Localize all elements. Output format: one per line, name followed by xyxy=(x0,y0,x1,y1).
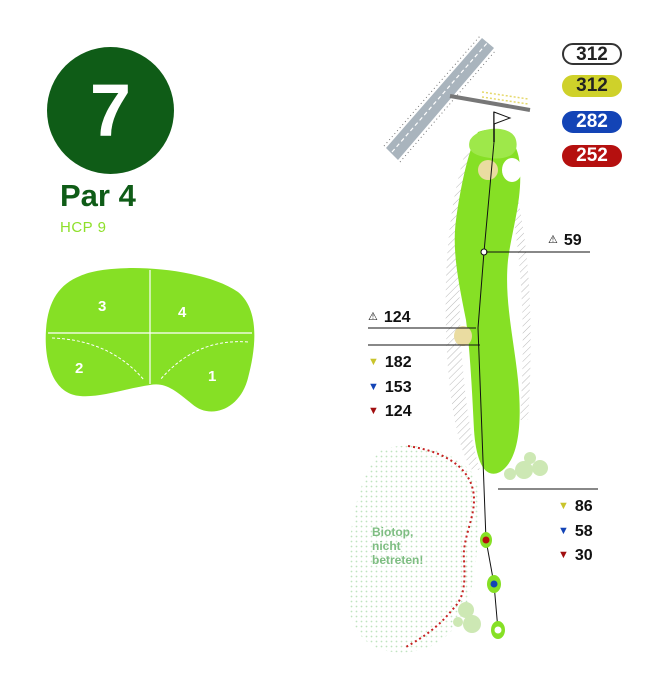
distance-marker-icon: ⚠ xyxy=(548,234,558,246)
par-label: Par 4 xyxy=(60,178,136,213)
biotop-label: Biotop, nicht betreten! xyxy=(372,525,424,567)
zone-label-2: 2 xyxy=(75,360,84,377)
marker-59: ⚠59 xyxy=(548,232,582,249)
flag-icon xyxy=(493,111,512,142)
tee-white-length: 312 xyxy=(562,43,622,65)
distance-yellow-low: ▼86 xyxy=(558,498,593,515)
yellow-tee-icon: ▼ xyxy=(368,356,379,368)
yellow-tee-icon: ▼ xyxy=(558,500,569,512)
red-tee-icon: ▼ xyxy=(368,405,379,417)
tee-white-marker xyxy=(491,621,505,639)
tee-yellow-length: 312 xyxy=(562,75,622,97)
blue-tee-icon: ▼ xyxy=(558,525,569,537)
distance-blue-low: ▼58 xyxy=(558,523,593,540)
biotop-boundary xyxy=(403,445,476,649)
trees xyxy=(453,452,548,633)
distance-marker-icon: ⚠ xyxy=(368,311,378,323)
hole-number: 7 xyxy=(89,68,132,152)
distance-yellow-mid: ▼182 xyxy=(368,354,412,371)
distance-red-low: ▼30 xyxy=(558,547,593,564)
biotop-area xyxy=(347,445,481,653)
hole-number-badge: 7 xyxy=(47,47,174,174)
blue-tee-icon: ▼ xyxy=(368,381,379,393)
zone-label-4: 4 xyxy=(178,304,187,321)
red-tee-icon: ▼ xyxy=(558,549,569,561)
bunker-mid xyxy=(454,326,472,346)
fairway xyxy=(454,129,521,474)
road xyxy=(383,35,497,163)
tee-blue-length: 282 xyxy=(562,111,622,133)
distance-red-mid: ▼124 xyxy=(368,403,412,420)
bunker-white xyxy=(502,158,522,182)
green-diagram xyxy=(45,268,255,412)
rough-right xyxy=(510,190,531,420)
putting-green xyxy=(469,128,517,159)
rough-left xyxy=(445,150,480,470)
bunker-top xyxy=(478,160,498,180)
zone-label-3: 3 xyxy=(98,298,107,315)
tee-blue-marker xyxy=(487,575,501,593)
marker-124: ⚠124 xyxy=(368,309,411,326)
tee-red-length: 252 xyxy=(562,145,622,167)
bridge xyxy=(449,94,531,112)
zone-label-1: 1 xyxy=(208,368,217,385)
hcp-label: HCP 9 xyxy=(60,219,107,236)
tee-red-marker xyxy=(480,532,492,548)
distance-blue-mid: ▼153 xyxy=(368,379,412,396)
